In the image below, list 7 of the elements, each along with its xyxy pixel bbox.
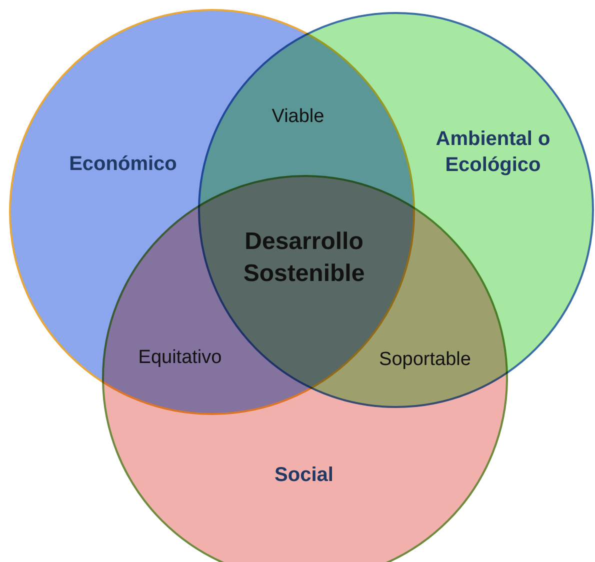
set-label: Social bbox=[274, 463, 334, 488]
set-label: Económico bbox=[68, 152, 178, 177]
set-label: Ambiental o Ecológico bbox=[434, 127, 552, 178]
center-label: Desarrollo Sostenible bbox=[242, 227, 366, 290]
overlap-label: Viable bbox=[270, 105, 326, 129]
overlap-label: Soportable bbox=[378, 348, 472, 372]
overlap-label: Equitativo bbox=[137, 346, 223, 370]
